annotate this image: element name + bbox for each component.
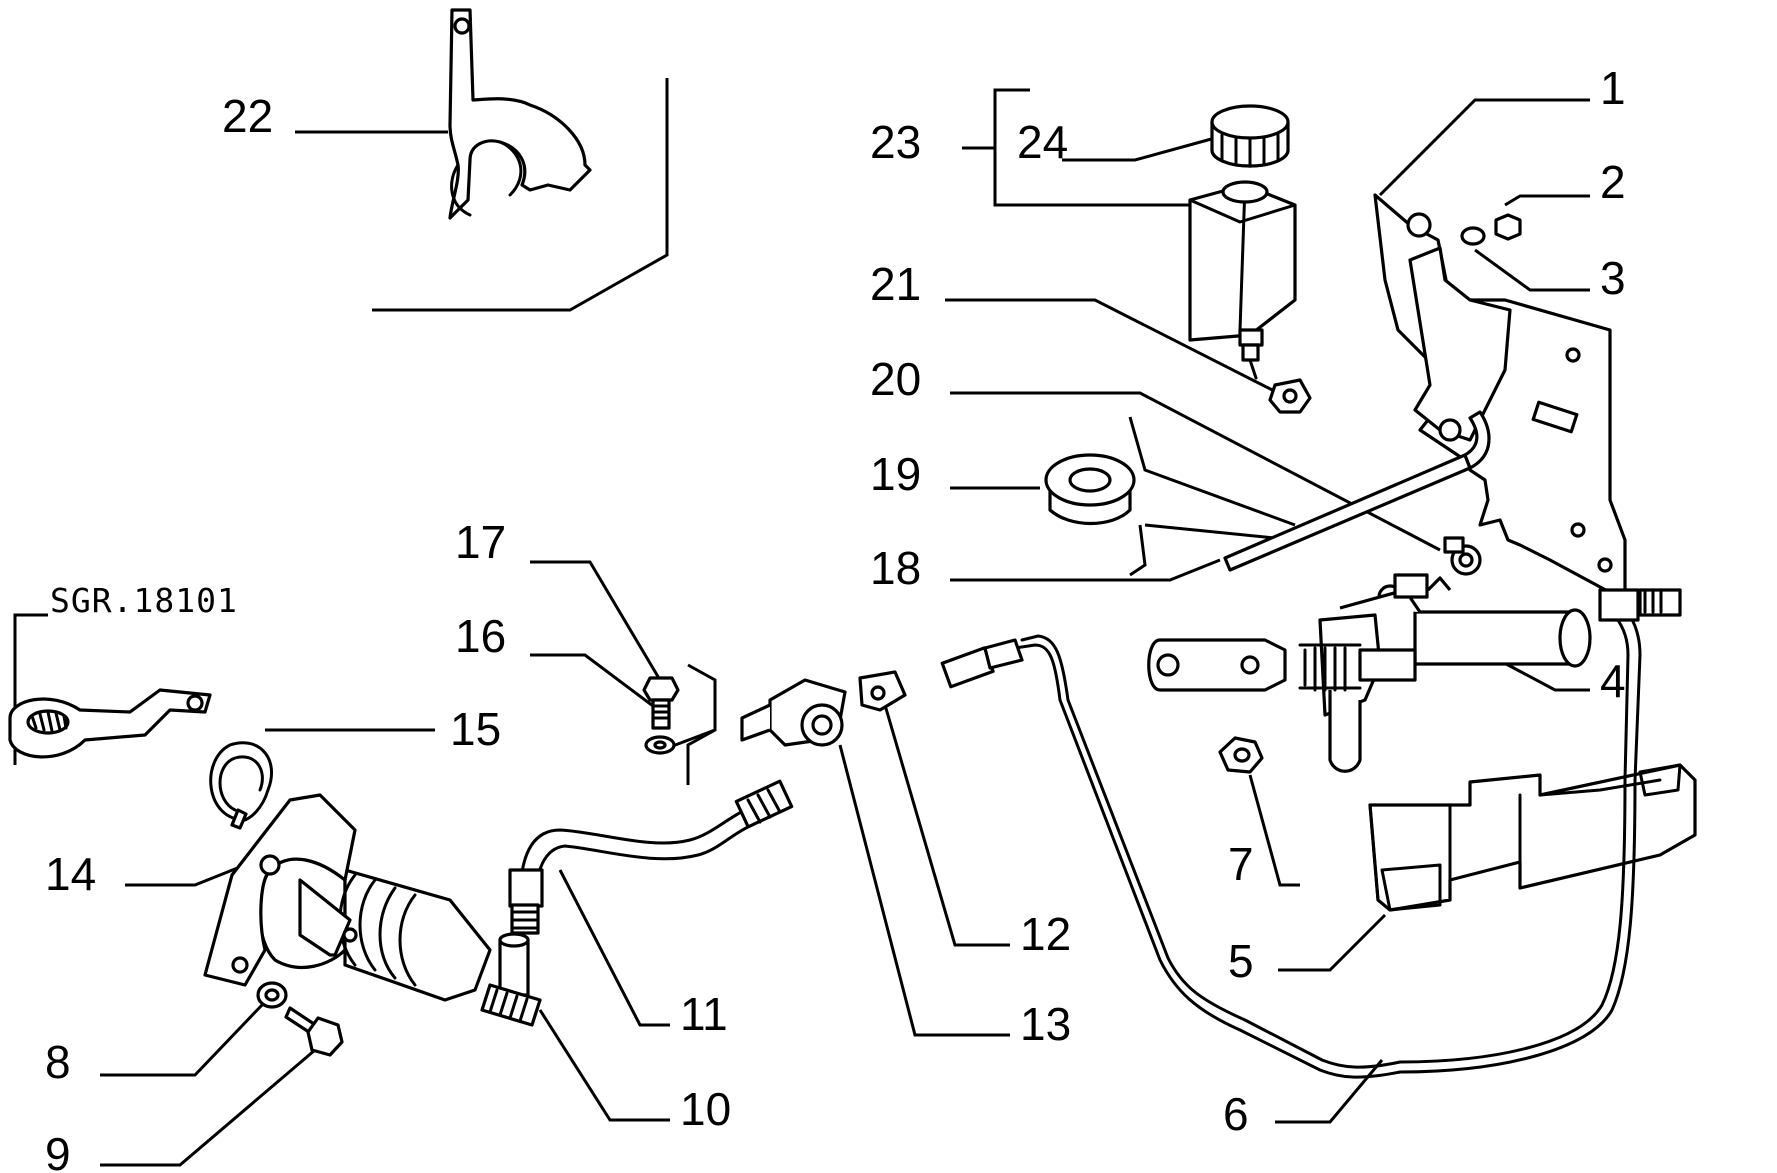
callout-19: 19: [870, 448, 921, 500]
pipe-clip-part-22: [448, 8, 592, 220]
callout-21: 21: [870, 258, 921, 310]
callout-13: 13: [1020, 998, 1071, 1050]
nut-part-7: [1218, 736, 1264, 774]
callout-14: 14: [45, 848, 96, 900]
reference-code: SGR.18101: [50, 581, 238, 620]
flex-hose-part-11: [508, 779, 794, 935]
callout-22: 22: [222, 90, 273, 142]
cover-part-5: [1368, 763, 1697, 912]
bolt-washer-parts-16-17: [642, 676, 680, 755]
fluid-reservoir-part-23: [1188, 180, 1297, 380]
grommet-part-19: [1044, 453, 1136, 526]
callout-11: 11: [680, 988, 728, 1040]
fitting-part-21: [1268, 378, 1312, 414]
callout-numbers: 1 2 3 4 5 6 7 8 9 10 11 12 13 14 15 16 1…: [45, 62, 1626, 1173]
nut-washer-parts-2-3: [1460, 213, 1522, 246]
hose-part-18: [1223, 410, 1491, 572]
pedal-bracket-part-1: [1373, 193, 1627, 597]
callout-2: 2: [1600, 156, 1626, 208]
callout-15: 15: [450, 703, 501, 755]
callout-1: 1: [1600, 62, 1626, 114]
circlip-part-15: [209, 741, 274, 830]
hose-clip-part-20: [1443, 536, 1482, 576]
special-tool-wrench: [8, 688, 212, 759]
callout-23: 23: [870, 116, 921, 168]
callout-6: 6: [1223, 1088, 1249, 1140]
callout-17: 17: [455, 516, 506, 568]
callout-5: 5: [1228, 935, 1254, 987]
hydraulic-pipe-part-6: [940, 588, 1682, 1079]
callout-10: 10: [680, 1083, 731, 1135]
support-bracket-part-14: [203, 793, 358, 987]
callout-3: 3: [1600, 252, 1626, 304]
master-cylinder-part-4: [1147, 573, 1592, 773]
callout-20: 20: [870, 353, 921, 405]
callout-18: 18: [870, 542, 921, 594]
callout-4: 4: [1600, 655, 1626, 707]
clip-part-12: [858, 670, 907, 712]
pipe-bracket-part-13: [740, 678, 847, 747]
leader-lines: [13, 78, 1590, 1167]
callout-8: 8: [45, 1036, 71, 1088]
callout-7: 7: [1228, 838, 1254, 890]
nut-bolt-parts-8-9: [256, 981, 344, 1057]
callout-12: 12: [1020, 908, 1071, 960]
callout-24: 24: [1017, 116, 1068, 168]
callout-16: 16: [455, 610, 506, 662]
reservoir-cap-part-24: [1210, 104, 1290, 168]
callout-9: 9: [45, 1128, 71, 1173]
